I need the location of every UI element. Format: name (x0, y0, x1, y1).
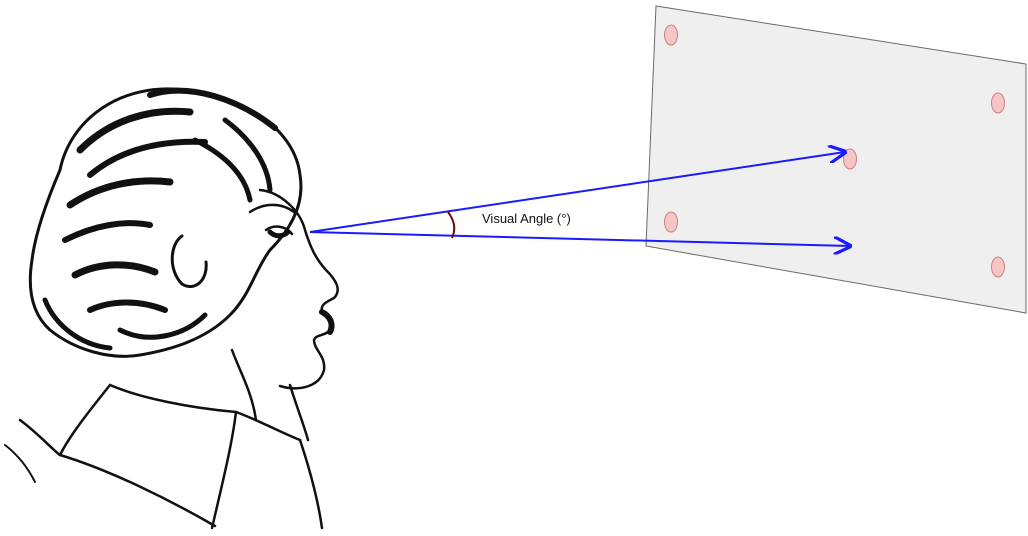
calibration-dot-icon (992, 257, 1005, 277)
calibration-dot-icon (844, 149, 857, 169)
visual-angle-arc (448, 212, 454, 238)
calibration-dot-icon (665, 212, 678, 232)
screen-plane-icon (646, 6, 1026, 313)
woman-head-profile-icon (5, 89, 338, 528)
calibration-dot-icon (665, 25, 678, 45)
calibration-dot-icon (992, 93, 1005, 113)
visual-angle-label: Visual Angle (°) (482, 211, 571, 226)
